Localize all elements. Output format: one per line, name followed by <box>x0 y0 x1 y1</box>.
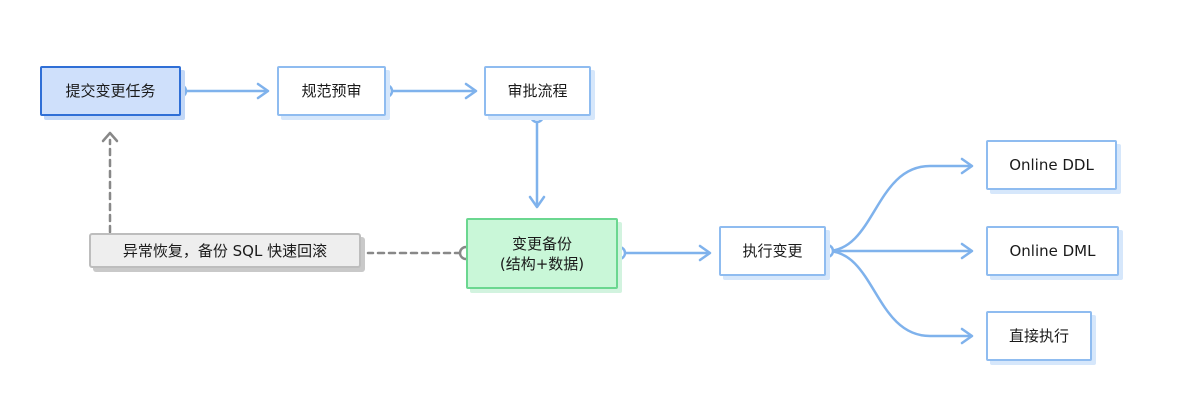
node-rollback[interactable]: 异常恢复，备份 SQL 快速回滚 <box>89 233 361 268</box>
node-change-backup-line2: (结构+数据) <box>499 254 585 273</box>
node-change-backup-line1: 变更备份 <box>511 234 572 253</box>
node-change-backup[interactable]: 变更备份 (结构+数据) <box>466 218 618 289</box>
arrowhead-online-ddl <box>960 157 974 175</box>
arrowhead-submit <box>101 131 119 143</box>
node-online-ddl-label: Online DDL <box>1009 156 1094 174</box>
arrowhead-execute <box>698 244 712 262</box>
arrowhead-precheck <box>256 82 270 100</box>
node-online-dml-label: Online DML <box>1009 242 1096 260</box>
node-rollback-label: 异常恢复，备份 SQL 快速回滚 <box>122 241 328 260</box>
node-online-ddl[interactable]: Online DDL <box>986 140 1117 190</box>
node-submit-task[interactable]: 提交变更任务 <box>40 66 181 116</box>
node-approval-label: 审批流程 <box>507 82 568 100</box>
node-precheck[interactable]: 规范预审 <box>277 66 386 116</box>
node-precheck-label: 规范预审 <box>301 82 362 100</box>
node-approval[interactable]: 审批流程 <box>484 66 591 116</box>
arrowhead-backup <box>528 195 546 209</box>
edge-execute-to-direct <box>825 249 972 338</box>
node-execute-change[interactable]: 执行变更 <box>719 226 826 276</box>
node-online-dml[interactable]: Online DML <box>986 226 1119 276</box>
node-direct-execute[interactable]: 直接执行 <box>986 311 1092 361</box>
arrowhead-online-dml <box>960 242 974 260</box>
arrowhead-direct <box>960 327 974 345</box>
edge-execute-to-online-ddl <box>825 164 972 253</box>
node-direct-execute-label: 直接执行 <box>1008 327 1069 345</box>
node-execute-change-label: 执行变更 <box>742 242 803 260</box>
node-submit-task-label: 提交变更任务 <box>65 82 156 100</box>
arrowhead-approval <box>464 82 478 100</box>
